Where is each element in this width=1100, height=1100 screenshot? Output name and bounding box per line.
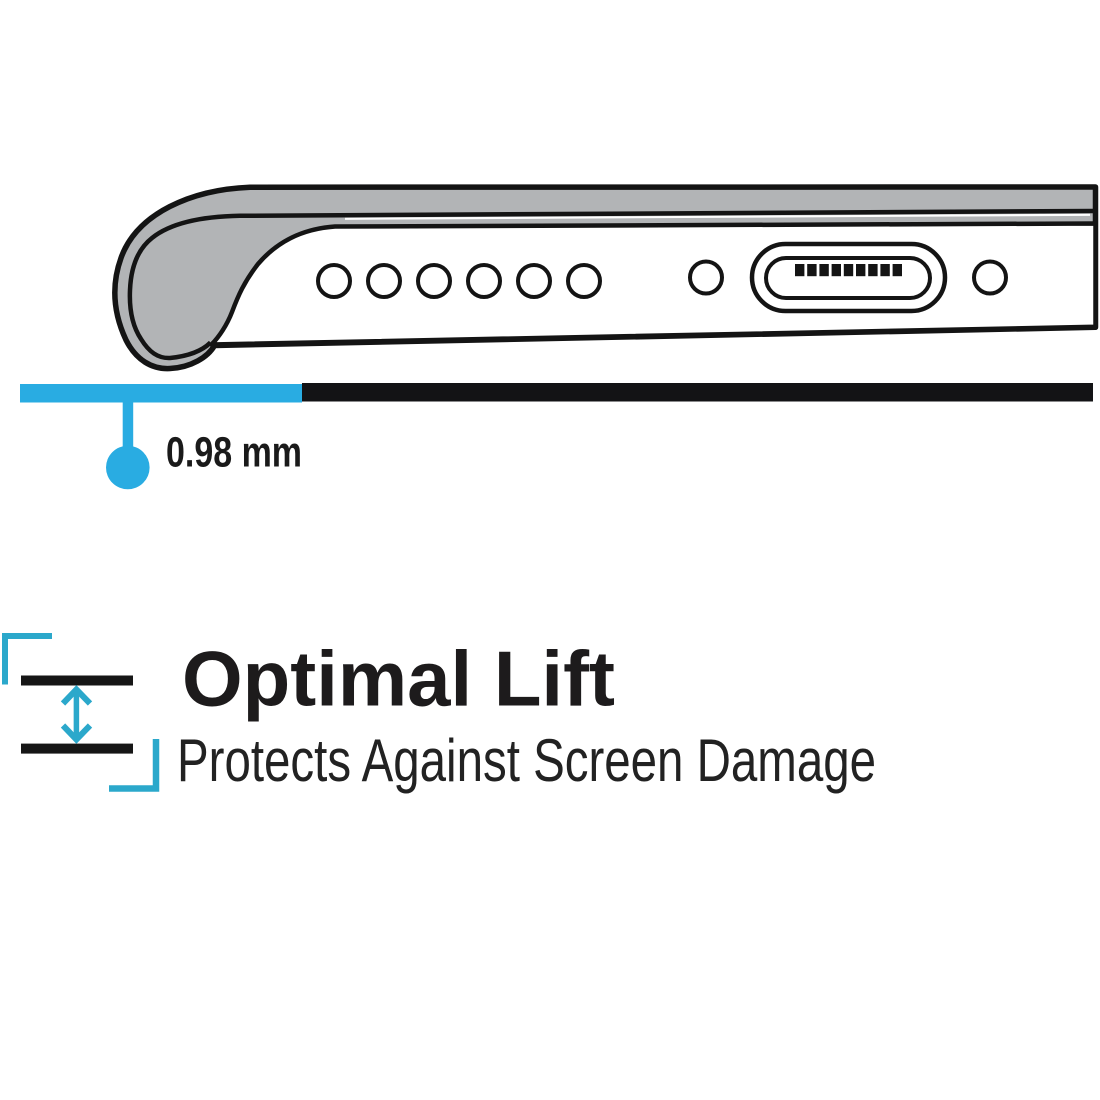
svg-text:Optimal Lift: Optimal Lift bbox=[182, 635, 615, 723]
svg-text:Protects Against Screen Damage: Protects Against Screen Damage bbox=[177, 727, 876, 794]
svg-text:0.98 mm: 0.98 mm bbox=[166, 429, 302, 477]
